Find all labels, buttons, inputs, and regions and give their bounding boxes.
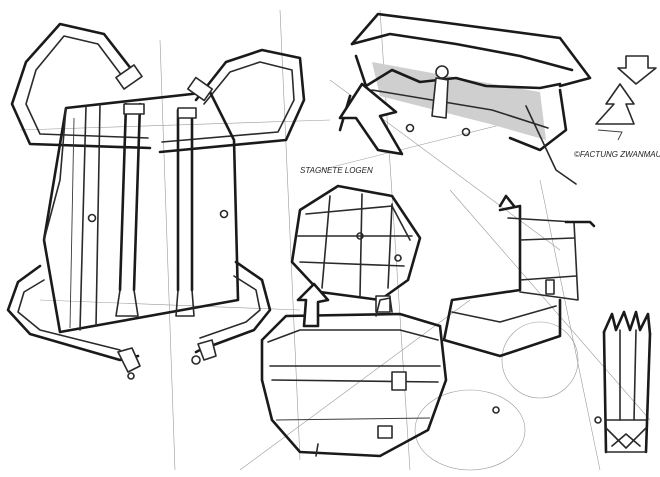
construction-lines xyxy=(19,9,651,471)
detail-circle xyxy=(492,406,500,414)
folded-panel-sketch xyxy=(602,310,652,454)
annotation-right: ©FACTUNG ZWANMAUSEUGEN xyxy=(574,150,660,159)
seat-frame-sketch xyxy=(442,194,596,358)
backpack-sketch xyxy=(6,22,306,380)
annotation-left: STAGNETE LOGEN xyxy=(300,166,373,175)
detail-circle xyxy=(594,416,602,424)
pouch-sketch xyxy=(290,184,422,313)
direction-arrows xyxy=(595,55,657,141)
bag-body-sketch xyxy=(260,282,448,458)
open-lid-sketch xyxy=(338,12,592,185)
